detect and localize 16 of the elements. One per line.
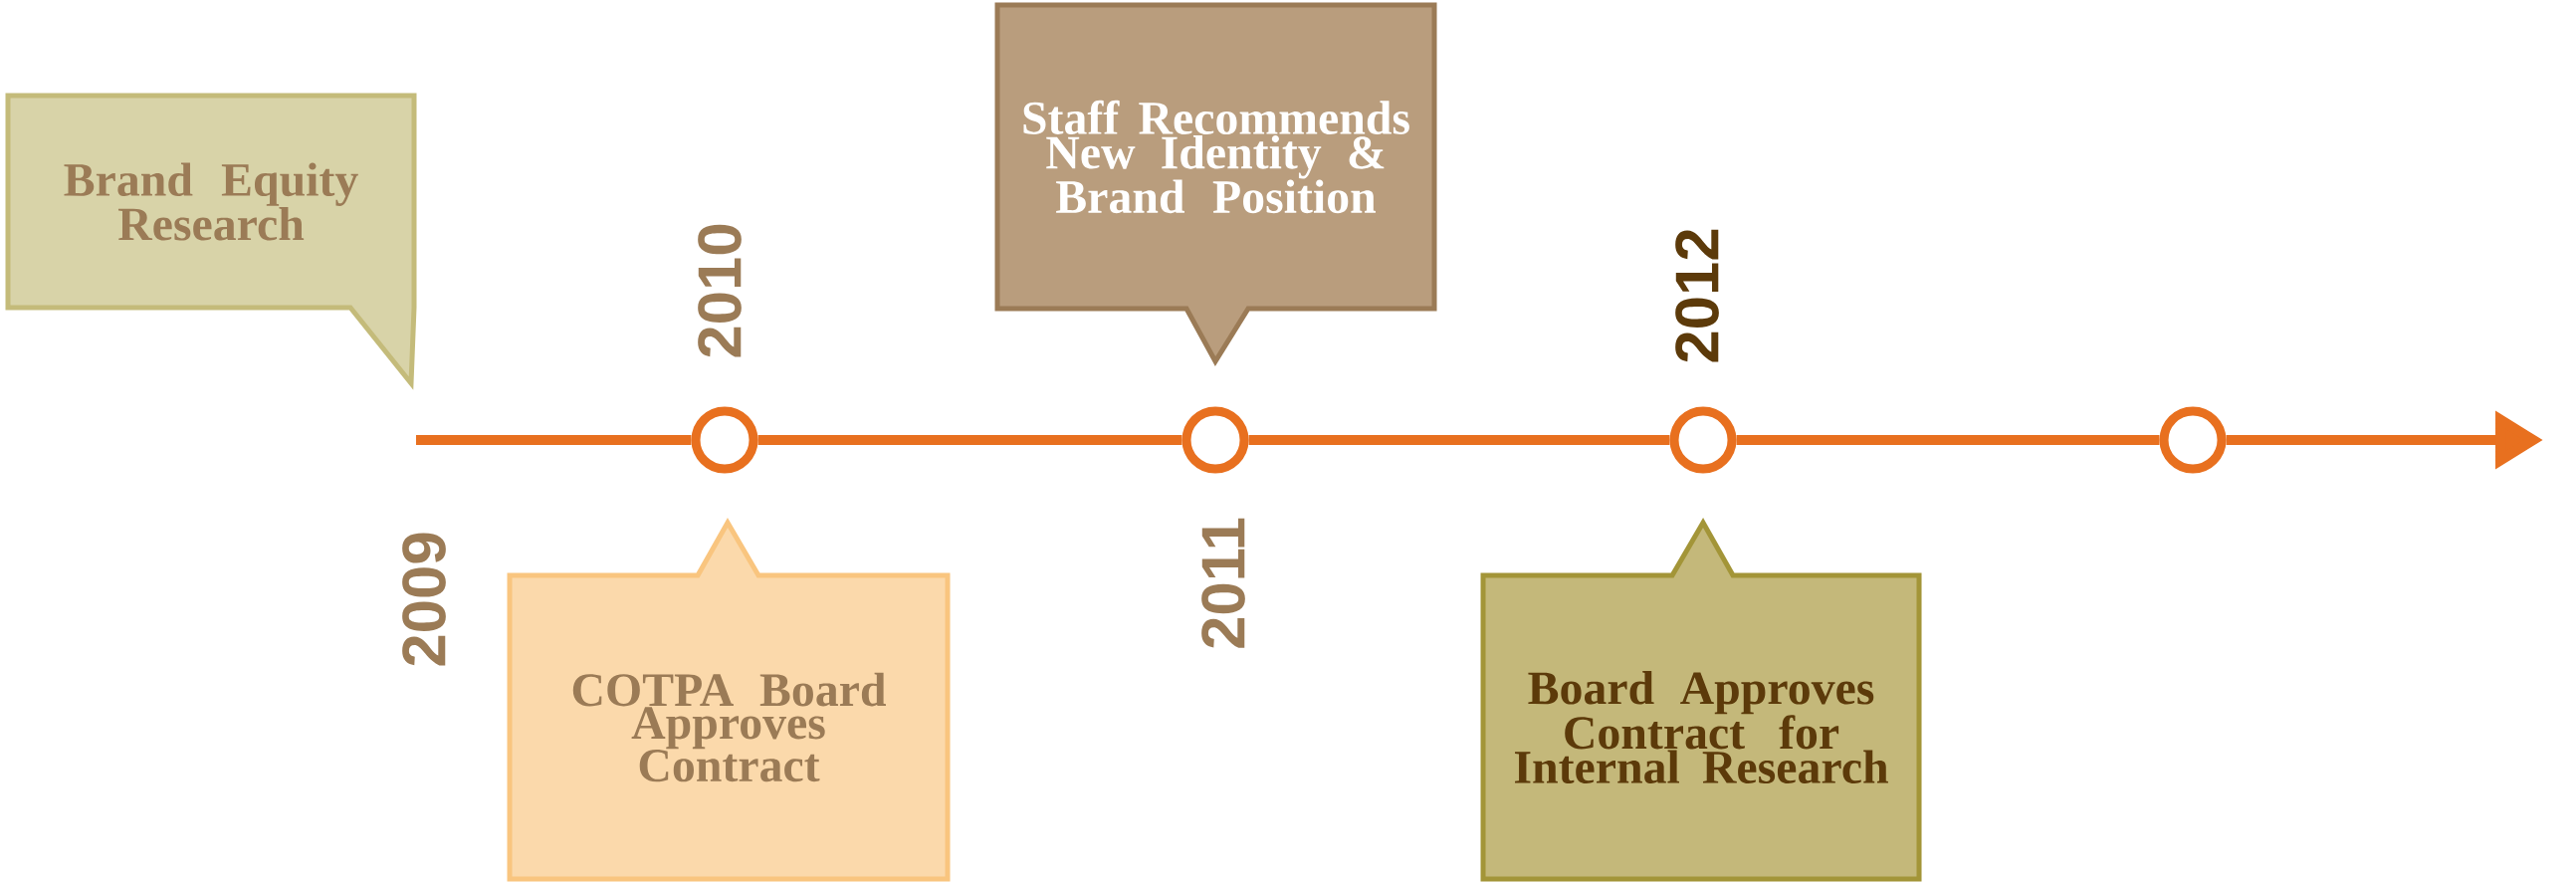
callout-box: Brand Equity Research [5,93,417,390]
timeline-segment [1248,435,1670,445]
callout-box: Staff Recommends New Identity & Brand Position [994,2,1437,366]
timeline-dot [2159,406,2227,474]
year-label: 2011 [1201,518,1245,648]
timeline-segment [1736,435,2160,445]
timeline-segment [416,435,692,445]
year-label: 2012 [1675,229,1719,362]
year-label: 2009 [402,533,446,666]
timeline-segment [757,435,1182,445]
timeline-dot [1181,406,1249,474]
timeline-dot [691,406,758,474]
timeline-dot [1669,406,1737,474]
callout-box: Board Approves Contract for Internal Research [1480,517,1922,882]
callout-box: COTPA Board Approves Contract [507,517,951,882]
year-label: 2010 [698,224,742,357]
